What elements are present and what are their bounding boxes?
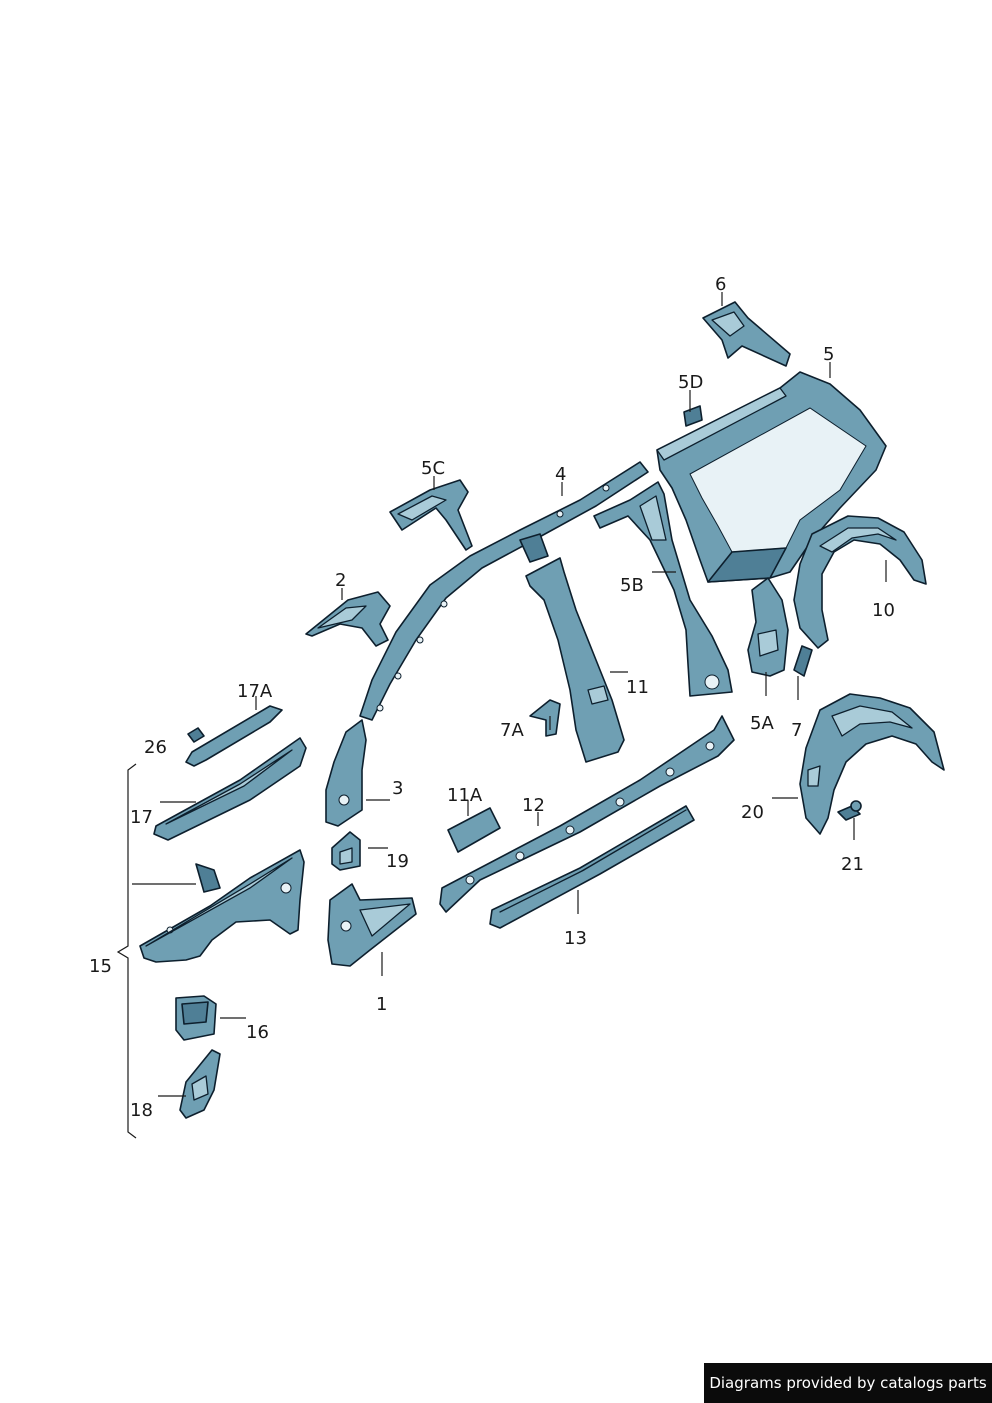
callout-15: 15 — [89, 956, 112, 977]
callout-labels: 6 5 5D 5C 4 2 5B 10 11 17A 5A 7A 7 26 3 … — [89, 274, 895, 1121]
part-4[interactable] — [359, 461, 649, 721]
part-6[interactable] — [702, 301, 791, 367]
callout-19: 19 — [386, 851, 409, 872]
part-5b[interactable] — [593, 481, 733, 697]
callout-5d: 5D — [678, 372, 703, 393]
leader-lines — [116, 292, 887, 1139]
callout-5: 5 — [823, 344, 834, 365]
part-11[interactable] — [525, 557, 625, 763]
part-5a[interactable] — [747, 577, 789, 677]
part-17a[interactable] — [185, 705, 283, 767]
callout-18: 18 — [130, 1100, 153, 1121]
callout-7a: 7A — [500, 720, 524, 741]
part-1[interactable] — [327, 883, 417, 967]
part-20[interactable] — [799, 693, 945, 835]
callout-16: 16 — [246, 1022, 269, 1043]
callout-5b: 5B — [620, 575, 644, 596]
watermark-label: Diagrams provided by catalogs parts — [704, 1363, 992, 1403]
callout-6: 6 — [715, 274, 726, 295]
part-17[interactable] — [153, 737, 307, 841]
part-12[interactable] — [439, 715, 735, 913]
part-10[interactable] — [793, 515, 927, 649]
callout-11a: 11A — [447, 785, 483, 806]
callout-12: 12 — [522, 795, 545, 816]
callout-7: 7 — [791, 720, 802, 741]
part-5c[interactable] — [389, 479, 473, 551]
callout-4: 4 — [555, 464, 566, 485]
part-3[interactable] — [325, 719, 367, 827]
part-5[interactable] — [656, 371, 887, 583]
part-7[interactable] — [793, 645, 813, 677]
part-16[interactable] — [175, 995, 217, 1041]
callout-20: 20 — [741, 802, 764, 823]
callout-1: 1 — [376, 994, 387, 1015]
part-13[interactable] — [489, 805, 695, 929]
part-11a[interactable] — [447, 807, 501, 853]
callout-17: 17 — [130, 807, 153, 828]
callout-10: 10 — [872, 600, 895, 621]
part-2[interactable] — [305, 591, 391, 647]
callout-5a: 5A — [750, 713, 774, 734]
part-21[interactable] — [837, 800, 862, 821]
part-26[interactable] — [187, 727, 205, 743]
callout-2: 2 — [335, 570, 346, 591]
callout-17a: 17A — [237, 681, 273, 702]
callout-3: 3 — [392, 778, 403, 799]
part-7a[interactable] — [529, 699, 561, 737]
part-19[interactable] — [331, 831, 361, 871]
part-18[interactable] — [179, 1049, 221, 1119]
callout-21: 21 — [841, 854, 864, 875]
callout-11: 11 — [626, 677, 649, 698]
part-15[interactable] — [139, 849, 305, 963]
callout-13: 13 — [564, 928, 587, 949]
callout-26: 26 — [144, 737, 167, 758]
part-5d[interactable] — [683, 405, 703, 427]
callout-5c: 5C — [421, 458, 445, 479]
